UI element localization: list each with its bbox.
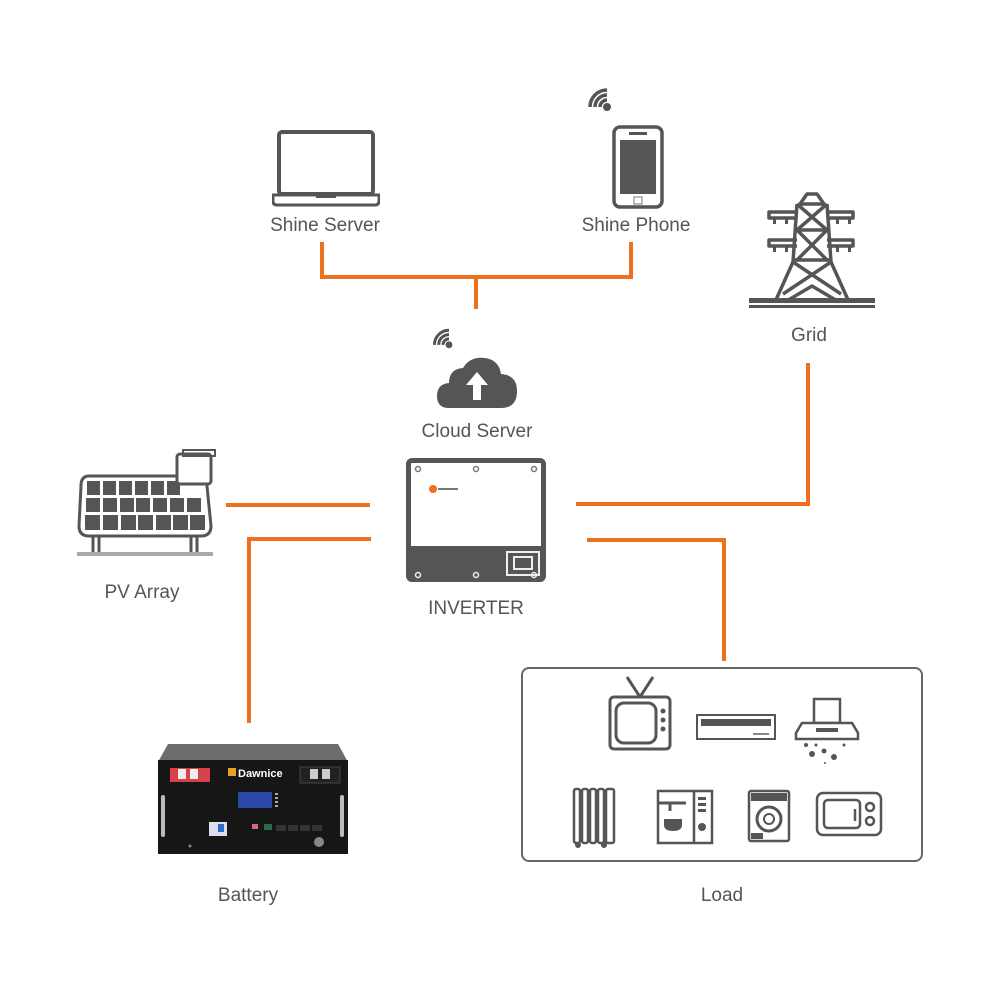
node-inverter: INVERTER [400, 456, 550, 621]
shine-server-label: Shine Server [270, 215, 380, 236]
washing-machine-icon [747, 789, 791, 843]
inverter-label: INVERTER [428, 598, 524, 619]
laptop-icon [272, 129, 380, 209]
node-cloud-server: Cloud Server [405, 322, 550, 447]
microwave-icon [815, 791, 883, 839]
node-battery: Dawnice Battery [150, 742, 355, 912]
wire-cloud-stem [474, 275, 478, 309]
node-pv-array: PV Array [70, 448, 220, 608]
wire-load-vertical [722, 538, 726, 661]
oil-heater-icon [570, 785, 620, 849]
wire-grid-vertical [806, 363, 810, 506]
wire-phone-drop [629, 242, 633, 279]
wifi-icon [431, 326, 455, 350]
node-load: Load [521, 667, 923, 912]
cloud-upload-icon [435, 354, 519, 410]
node-shine-phone: Shine Phone [570, 85, 700, 240]
shine-phone-label: Shine Phone [581, 215, 691, 236]
wifi-icon [586, 85, 614, 113]
battery-label: Battery [217, 885, 279, 906]
wire-grid-horizontal [576, 502, 810, 506]
wire-load-horizontal [587, 538, 726, 542]
tv-icon [607, 675, 673, 751]
power-tower-icon [745, 190, 877, 310]
grid-label: Grid [791, 325, 827, 346]
air-conditioner-icon [695, 713, 777, 743]
wire-pv-to-inverter [226, 503, 370, 507]
load-box [521, 667, 923, 862]
battery-brand: Dawnice [238, 768, 283, 780]
inverter-icon [404, 456, 548, 584]
coffee-machine-icon [656, 789, 714, 845]
node-shine-server: Shine Server [260, 125, 390, 240]
solar-panel-icon [73, 448, 223, 560]
wire-battery-horizontal [247, 537, 371, 541]
wire-server-drop [320, 242, 324, 279]
wire-battery-vertical [247, 537, 251, 723]
load-label: Load [700, 885, 744, 906]
battery-rack-icon: Dawnice [154, 742, 352, 857]
cloud-server-label: Cloud Server [421, 421, 533, 442]
smartphone-icon [612, 125, 664, 209]
node-grid: Grid [740, 190, 880, 355]
pv-array-label: PV Array [104, 582, 180, 603]
range-hood-icon [792, 697, 862, 767]
